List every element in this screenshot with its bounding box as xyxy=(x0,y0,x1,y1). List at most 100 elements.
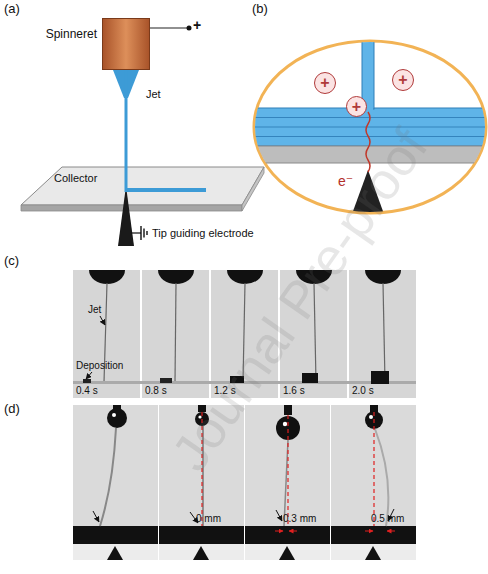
offset-photos-part xyxy=(198,405,206,412)
photo-sequence-part xyxy=(211,270,278,398)
collector-side xyxy=(242,167,264,211)
text-label: (a) xyxy=(4,2,20,16)
zoom-inset-part-part xyxy=(362,30,374,109)
photo-sequence-part xyxy=(175,283,176,382)
ground-symbol-part xyxy=(131,232,141,233)
offset-photos-part xyxy=(388,509,394,521)
photo-sequence-part xyxy=(227,270,263,284)
offset-photos-part xyxy=(365,546,381,560)
spinneret-wire-part xyxy=(187,26,192,31)
charge-sign: + xyxy=(352,99,361,115)
offset-photos-part xyxy=(107,546,123,560)
photo-sequence-part xyxy=(302,373,318,383)
tip-electrode: Tip guiding electrode xyxy=(118,186,134,246)
photo-sequence-part xyxy=(89,270,125,284)
photo-sequence-part xyxy=(158,270,194,284)
photo-sequence-part xyxy=(243,283,245,382)
offset-photos-part xyxy=(387,531,395,532)
offset-photos-part xyxy=(244,405,245,560)
photo-sequence xyxy=(73,270,416,398)
taylor-cone-part xyxy=(113,70,139,98)
offset-photos-part xyxy=(279,546,295,560)
offset-photos-part xyxy=(100,428,116,526)
node-label: Tip guiding electrode xyxy=(152,227,254,239)
spinneret-wire-part xyxy=(150,27,188,28)
offset-photos-part xyxy=(159,405,244,526)
ground-symbol-part xyxy=(143,229,144,238)
offset-photos-part xyxy=(93,511,99,522)
offset-photos-part xyxy=(190,512,198,523)
photo-sequence-part xyxy=(160,378,172,383)
photo-sequence-part xyxy=(349,270,416,398)
positive-charge: + xyxy=(346,96,367,117)
zoom-inset-part-part xyxy=(366,112,370,172)
offset-photos-part xyxy=(283,422,287,426)
deposited-jet-part xyxy=(125,165,207,192)
zoom-inset-part xyxy=(250,30,488,214)
collector-plane: Collector xyxy=(20,165,265,213)
offset-photos-part xyxy=(331,405,416,526)
photo-sequence-part xyxy=(383,283,385,382)
photo-sequence-part xyxy=(365,270,401,284)
tip-cone xyxy=(118,186,134,246)
offset-photos-part xyxy=(330,405,331,560)
offset-photos-part xyxy=(193,546,209,560)
photo-sequence-part xyxy=(314,283,316,382)
deposited-jet xyxy=(125,165,207,192)
offset-photos-part xyxy=(284,405,292,415)
offset-photos-part xyxy=(245,405,330,526)
collector-front xyxy=(21,205,242,211)
offset-photos-part xyxy=(375,429,388,526)
node-label: Collector xyxy=(54,172,97,184)
photo-sequence-part xyxy=(73,381,416,384)
offset-photos-part xyxy=(112,413,116,417)
photo-sequence-part xyxy=(142,270,209,398)
offset-photos-part xyxy=(276,510,282,521)
collector-top xyxy=(21,167,264,205)
node-label: Spinneret xyxy=(46,28,97,41)
zoom-inset-part-part xyxy=(352,170,384,214)
offset-photos-part xyxy=(373,412,374,526)
ground-symbol-part xyxy=(146,231,147,235)
zoom-inset-part-part xyxy=(250,127,488,128)
charge-sign: + xyxy=(320,75,329,91)
photo-sequence-part xyxy=(104,283,107,382)
charge-sign: + xyxy=(398,72,407,88)
zoom-inset xyxy=(250,30,488,214)
positive-charge: + xyxy=(392,69,414,91)
photo-sequence-part xyxy=(83,379,91,383)
offset-photos-part xyxy=(107,408,127,428)
offset-photos-part xyxy=(158,405,159,560)
text-label: + xyxy=(193,18,201,33)
photo-sequence-part xyxy=(100,316,105,325)
photo-sequence-part xyxy=(296,270,332,284)
offset-photos-part xyxy=(73,405,158,526)
photo-sequence-part xyxy=(371,371,389,384)
tip-electrode-cone xyxy=(118,186,134,246)
positive-charge: + xyxy=(314,72,336,94)
photo-sequence-part xyxy=(86,372,92,379)
offset-photos-part xyxy=(369,415,373,419)
jet-connector xyxy=(125,70,128,165)
ground-symbol-part xyxy=(140,226,141,240)
offset-photos-part xyxy=(289,531,297,532)
offset-photos xyxy=(73,405,416,560)
offset-photos-part xyxy=(275,531,283,532)
text-label: (d) xyxy=(4,402,20,416)
text-label: (b) xyxy=(252,2,268,16)
ground-symbol xyxy=(131,226,147,240)
offset-photos-part xyxy=(201,412,202,526)
spinneret-wire xyxy=(150,26,192,31)
taylor-cone xyxy=(113,70,139,98)
zoom-inset-part-part xyxy=(250,117,488,118)
spinneret-box: Spinneret xyxy=(102,18,150,70)
text-label: (c) xyxy=(4,254,19,268)
offset-photos-part xyxy=(287,415,288,526)
photo-sequence-part xyxy=(230,376,244,383)
offset-photos-part xyxy=(365,531,373,532)
photo-sequence-part xyxy=(73,270,140,398)
offset-photos-part xyxy=(198,415,201,418)
